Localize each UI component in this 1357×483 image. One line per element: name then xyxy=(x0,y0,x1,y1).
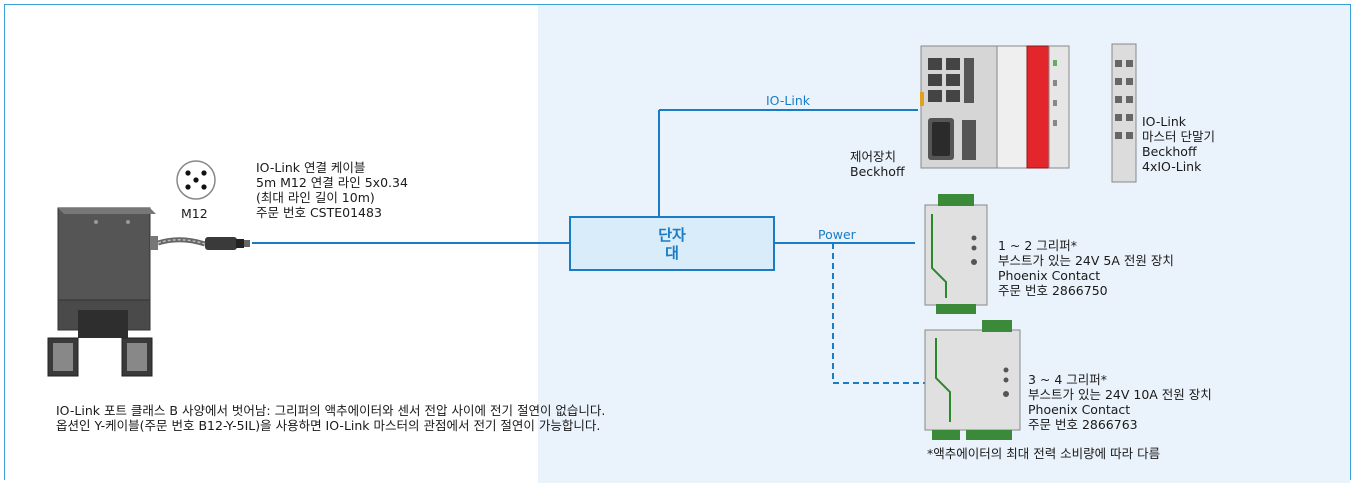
master-label-line-4: 4xIO-Link xyxy=(1142,159,1202,174)
controller-label-line-1: 제어장치 xyxy=(850,149,897,164)
controller-device xyxy=(920,45,1070,169)
power-line-label: Power xyxy=(818,227,856,242)
psu1-label: 1 ~ 2 그리퍼* 부스트가 있는 24V 5A 전원 장치 Phoenix … xyxy=(998,238,1174,298)
gripper-device xyxy=(47,207,158,377)
diagram-frame xyxy=(4,4,1351,480)
controller-label: 제어장치 Beckhoff xyxy=(850,149,905,179)
isolation-note-line-1: IO-Link 포트 클래스 B 사양에서 벗어남: 그리퍼의 액추에이터와 센… xyxy=(56,403,606,418)
cable-info-line-2: 5m M12 연결 라인 5x0.34 xyxy=(256,175,408,190)
terminal-label-line-1: 단자 xyxy=(658,225,686,244)
m12-connector-icon xyxy=(176,160,216,200)
psu2-label-line-4: 주문 번호 2866763 xyxy=(1028,417,1138,432)
psu2-label-line-1: 3 ~ 4 그리퍼* xyxy=(1028,372,1108,387)
isolation-note: IO-Link 포트 클래스 B 사양에서 벗어남: 그리퍼의 액추에이터와 센… xyxy=(56,403,605,433)
master-label-line-1: IO-Link xyxy=(1142,114,1186,129)
psu1-label-line-1: 1 ~ 2 그리퍼* xyxy=(998,238,1078,253)
footnote: *액추에이터의 최대 전력 소비량에 따라 다름 xyxy=(927,446,1161,461)
psu1-label-line-3: Phoenix Contact xyxy=(998,268,1101,283)
psu2-label-line-3: Phoenix Contact xyxy=(1028,402,1131,417)
cable-info-line-1: IO-Link 연결 케이블 xyxy=(256,160,366,175)
psu1-label-line-2: 부스트가 있는 24V 5A 전원 장치 xyxy=(998,253,1174,268)
cable-info-line-4: 주문 번호 CSTE01483 xyxy=(256,205,382,220)
psu2-label-line-2: 부스트가 있는 24V 10A 전원 장치 xyxy=(1028,387,1212,402)
power-supply-1 xyxy=(924,194,988,314)
cable-info: IO-Link 연결 케이블 5m M12 연결 라인 5x0.34 (최대 라… xyxy=(256,160,408,220)
terminal-block: 단자 대 xyxy=(569,216,775,271)
isolation-note-line-2: 옵션인 Y-케이블(주문 번호 B12-Y-5IL)을 사용하면 IO-Link… xyxy=(56,418,601,433)
iolink-line-label: IO-Link xyxy=(766,93,810,108)
psu1-label-line-4: 주문 번호 2866750 xyxy=(998,283,1108,298)
power-supply-2 xyxy=(924,320,1021,440)
master-label: IO-Link 마스터 단말기 Beckhoff 4xIO-Link xyxy=(1142,114,1215,174)
controller-label-line-2: Beckhoff xyxy=(850,164,905,179)
m12-label: M12 xyxy=(181,206,208,221)
cable-info-line-3: (최대 라인 길이 10m) xyxy=(256,190,375,205)
iolink-master-module xyxy=(1111,43,1137,183)
gripper-cable xyxy=(157,237,250,250)
master-label-line-2: 마스터 단말기 xyxy=(1142,129,1215,144)
wiring xyxy=(252,109,925,384)
psu2-label: 3 ~ 4 그리퍼* 부스트가 있는 24V 10A 전원 장치 Phoenix… xyxy=(1028,372,1212,432)
master-label-line-3: Beckhoff xyxy=(1142,144,1197,159)
terminal-label-line-2: 대 xyxy=(665,243,679,262)
